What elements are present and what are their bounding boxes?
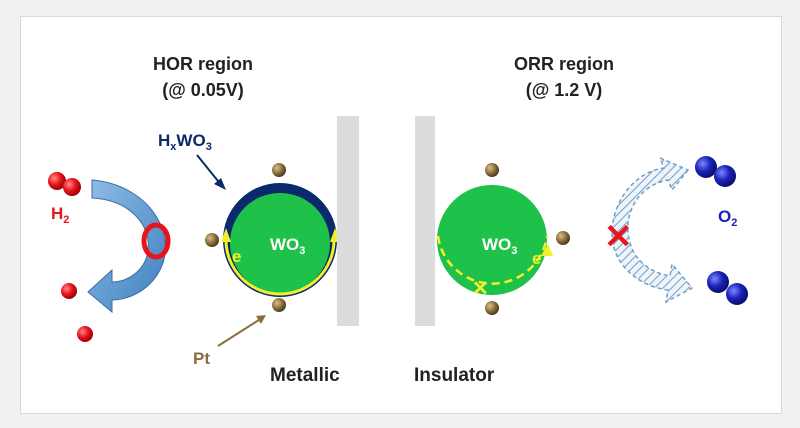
- orr-title: ORR region: [514, 54, 614, 74]
- electron-label-orr: e: [532, 249, 541, 268]
- electron-arrow-head: [221, 228, 231, 242]
- electron-label-hor: e: [232, 247, 241, 266]
- pt-particle: [272, 298, 286, 312]
- o2-atom: [726, 283, 748, 305]
- pt-label: Pt: [193, 349, 210, 368]
- hor-potential: (@ 0.05V): [162, 80, 244, 100]
- electrode-bar-metallic: [337, 116, 359, 326]
- wo3-label-orr: WO3: [482, 235, 517, 257]
- electron-path-orr: [436, 235, 549, 285]
- electrode-bar-insulator: [415, 116, 435, 326]
- electron-path-hor: [224, 239, 336, 296]
- h-atom: [61, 283, 77, 299]
- electron-arrow-head-orr: [541, 244, 553, 256]
- wo3-sphere-hor: [230, 193, 330, 293]
- hxwo3-label: HxWO3: [158, 131, 212, 153]
- orr-potential: (@ 1.2 V): [526, 80, 603, 100]
- orr-reaction-arrow: [611, 156, 694, 304]
- h2-label: H2: [51, 204, 69, 226]
- wo3-label-hor: WO3: [270, 235, 305, 257]
- hxwo3-pointer-head: [214, 178, 226, 190]
- pt-particle: [556, 231, 570, 245]
- wo3-sphere-orr: [437, 185, 547, 295]
- insulator-label: Insulator: [414, 365, 495, 386]
- h-atom: [77, 326, 93, 342]
- metallic-label: Metallic: [270, 365, 340, 386]
- pt-pointer: [217, 317, 263, 347]
- pt-particle: [272, 163, 286, 177]
- hor-active-mark: [141, 222, 171, 260]
- o2-atom: [714, 165, 736, 187]
- h2-atom: [48, 172, 66, 190]
- pt-pointer-head: [256, 315, 266, 324]
- orr-inactive-mark: ✕: [604, 218, 633, 256]
- o2-label: O2: [718, 207, 737, 229]
- h2-atom: [63, 178, 81, 196]
- hor-reaction-arrow: [87, 179, 166, 314]
- o2-atom: [707, 271, 729, 293]
- pt-particle: [205, 233, 219, 247]
- blocked-electron-mark: ✕: [472, 278, 489, 300]
- hor-title: HOR region: [153, 54, 253, 74]
- o2-atom: [695, 156, 717, 178]
- pt-particle: [485, 163, 499, 177]
- pt-particle: [485, 301, 499, 315]
